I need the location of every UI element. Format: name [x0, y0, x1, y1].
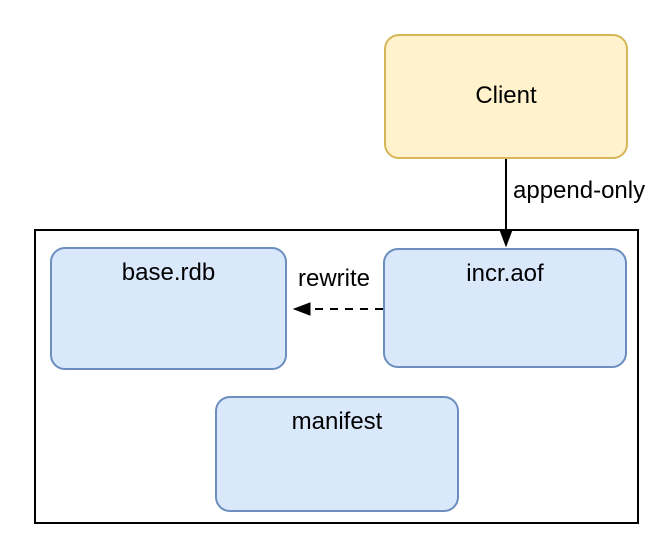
node-base-rdb-label: base.rdb: [121, 259, 216, 286]
node-manifest: manifest: [215, 396, 459, 512]
node-base-rdb: base.rdb: [50, 247, 287, 370]
node-incr-aof-label: incr.aof: [466, 260, 544, 287]
node-client-label: Client: [475, 82, 537, 110]
node-manifest-label: manifest: [291, 408, 383, 435]
node-client: Client: [384, 34, 628, 159]
edge-label-rewrite: rewrite: [296, 265, 373, 293]
node-incr-aof: incr.aof: [383, 248, 627, 368]
edge-label-append-only: append-only: [511, 177, 648, 205]
